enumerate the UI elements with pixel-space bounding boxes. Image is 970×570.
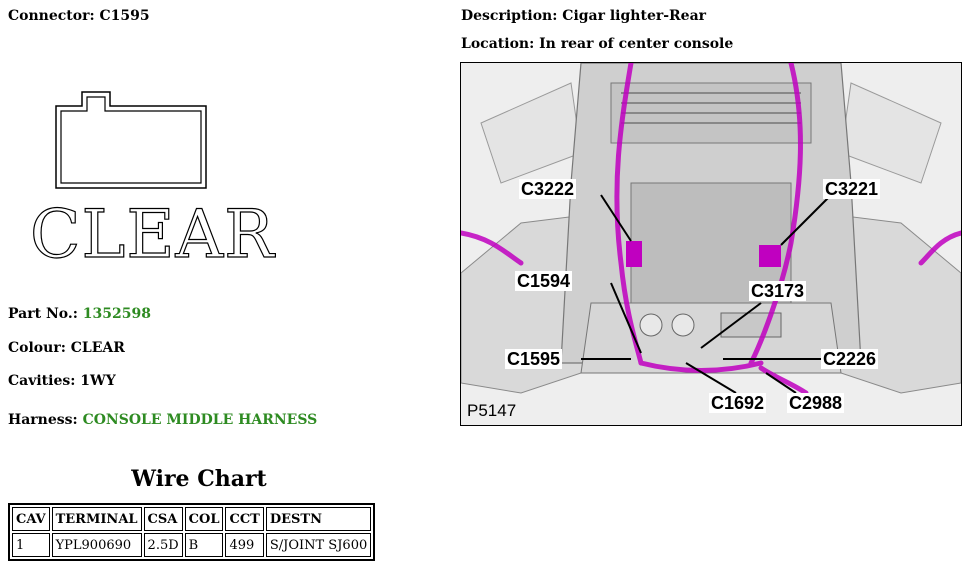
cell-terminal: YPL900690 bbox=[51, 533, 142, 557]
location-heading: Location: In rear of center console bbox=[461, 36, 733, 52]
callout-c3222: C3222 bbox=[519, 179, 577, 199]
connector-face-diagram bbox=[55, 91, 207, 189]
harness-line: Harness: CONSOLE MIDDLE HARNESS bbox=[8, 412, 317, 428]
cell-col: B bbox=[184, 533, 224, 557]
callout-c1595: C1595 bbox=[505, 349, 563, 369]
table-row: 1 YPL900690 2.5D B 499 S/JOINT SJ600 bbox=[12, 533, 372, 557]
col-header-cct: CCT bbox=[225, 507, 264, 531]
cell-csa: 2.5D bbox=[143, 533, 183, 557]
location-label: Location: bbox=[461, 36, 535, 52]
col-header-destn: DESTN bbox=[265, 507, 372, 531]
location-illustration: C3222 C3221 C1594 C3173 C1595 C2226 C169… bbox=[460, 62, 962, 426]
connector-label: Connector: bbox=[8, 8, 95, 24]
wire-chart-header-row: CAV TERMINAL CSA COL CCT DESTN bbox=[12, 507, 372, 531]
colour-line: Colour: CLEAR bbox=[8, 340, 125, 356]
console-drawing bbox=[461, 63, 961, 425]
part-number-line: Part No.: 1352598 bbox=[8, 306, 151, 322]
cell-cav: 1 bbox=[12, 533, 50, 557]
wire-chart-title: Wire Chart bbox=[131, 466, 267, 492]
location-value: In rear of center console bbox=[539, 36, 734, 52]
col-header-col: COL bbox=[184, 507, 224, 531]
colour-label: Colour: bbox=[8, 340, 66, 356]
cell-destn: S/JOINT SJ600 bbox=[265, 533, 372, 557]
col-header-csa: CSA bbox=[143, 507, 183, 531]
connector-colour-text: CLEAR bbox=[29, 196, 275, 273]
description-label: Description: bbox=[461, 8, 558, 24]
cell-cct: 499 bbox=[225, 533, 264, 557]
cavities-value: 1WY bbox=[80, 373, 116, 389]
callout-c2988: C2988 bbox=[787, 393, 845, 413]
harness-link[interactable]: CONSOLE MIDDLE HARNESS bbox=[82, 412, 318, 428]
colour-value: CLEAR bbox=[70, 340, 125, 356]
part-number-link[interactable]: 1352598 bbox=[82, 306, 151, 322]
photo-id-label: P5147 bbox=[467, 401, 517, 420]
callout-c1594: C1594 bbox=[515, 271, 573, 291]
part-number-label: Part No.: bbox=[8, 306, 78, 322]
callout-c1692: C1692 bbox=[709, 393, 767, 413]
description-value: Cigar lighter-Rear bbox=[562, 8, 707, 24]
description-heading: Description: Cigar lighter-Rear bbox=[461, 8, 706, 24]
col-header-terminal: TERMINAL bbox=[51, 507, 142, 531]
harness-label: Harness: bbox=[8, 412, 78, 428]
connector-value: C1595 bbox=[99, 8, 150, 24]
callout-c2226: C2226 bbox=[821, 349, 879, 369]
callout-c3173: C3173 bbox=[749, 281, 807, 301]
connector-heading: Connector: C1595 bbox=[8, 8, 150, 24]
cavities-label: Cavities: bbox=[8, 373, 76, 389]
col-header-cav: CAV bbox=[12, 507, 50, 531]
wire-chart-table: CAV TERMINAL CSA COL CCT DESTN 1 YPL9006… bbox=[8, 503, 376, 561]
cavities-line: Cavities: 1WY bbox=[8, 373, 116, 389]
callout-c3221: C3221 bbox=[823, 179, 881, 199]
